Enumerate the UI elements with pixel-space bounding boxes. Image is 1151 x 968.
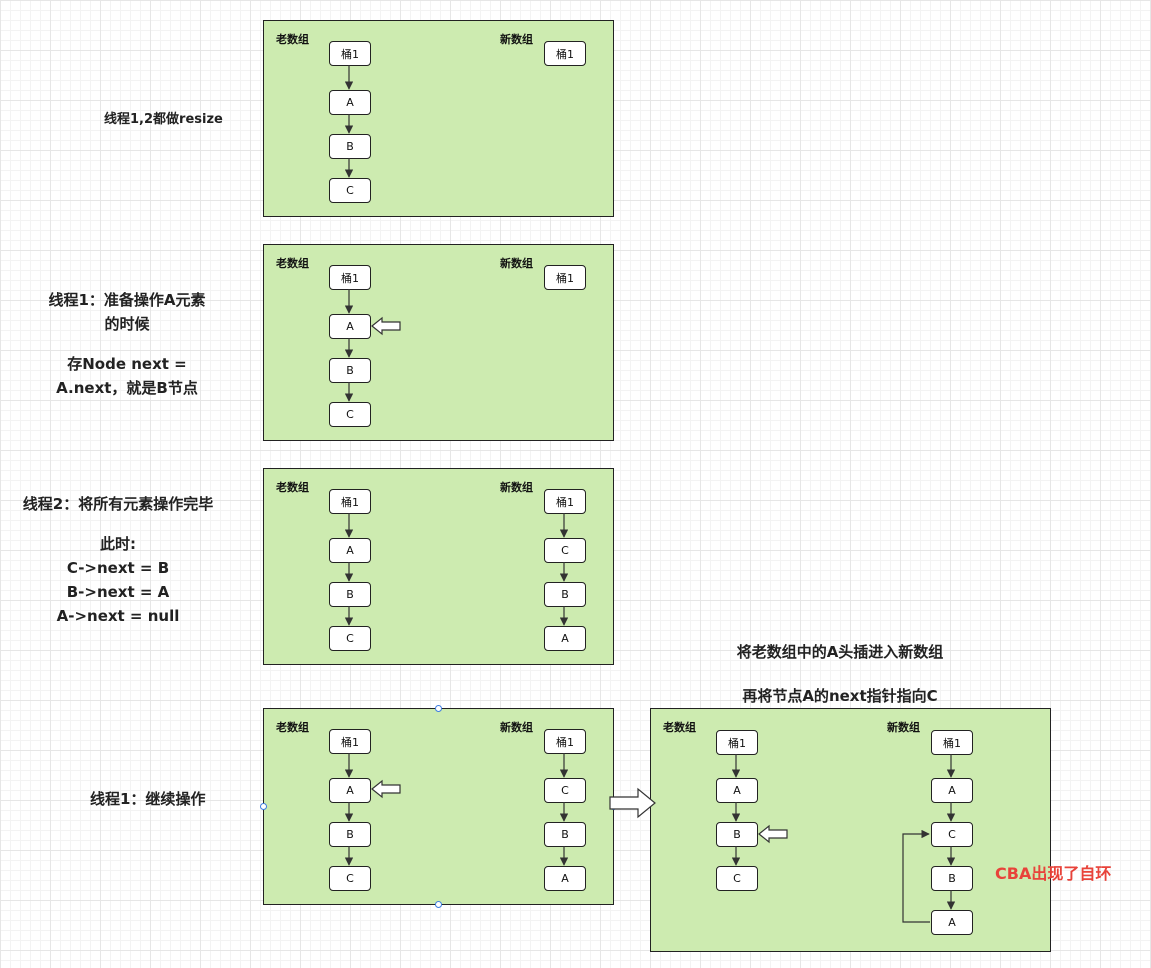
old-array-label: 老数组 [663,721,696,734]
bucket-node-old[interactable]: 桶1 [329,489,371,514]
node-b[interactable]: B [329,582,371,607]
node-a[interactable]: A [716,778,758,803]
new-array-label: 新数组 [500,257,533,270]
new-node-a[interactable]: A [544,866,586,891]
node-b[interactable]: B [329,358,371,383]
new-node-c[interactable]: C [931,822,973,847]
new-node-c[interactable]: C [544,778,586,803]
new-node-b[interactable]: B [931,866,973,891]
new-node-a[interactable]: A [544,626,586,651]
new-node-b[interactable]: B [544,822,586,847]
new-array-label: 新数组 [887,721,920,734]
node-a[interactable]: A [329,778,371,803]
old-array-label: 老数组 [276,33,309,46]
selection-handle-left[interactable] [260,803,267,810]
node-b[interactable]: B [716,822,758,847]
transition-arrow-icon [609,787,656,819]
old-array-label: 老数组 [276,481,309,494]
note-resize: 线程1,2都做resize [104,112,223,127]
panel-2[interactable]: 老数组 新数组 桶1 A B C 桶1 [263,244,614,441]
note-head-insert: 将老数组中的A头插进入新数组 [736,643,944,661]
node-c[interactable]: C [716,866,758,891]
node-a[interactable]: A [329,538,371,563]
node-c[interactable]: C [329,626,371,651]
bucket-node-new[interactable]: 桶1 [544,41,586,66]
node-c[interactable]: C [329,866,371,891]
node-b[interactable]: B [329,822,371,847]
old-array-label: 老数组 [276,721,309,734]
new-node-a-tail[interactable]: A [931,910,973,935]
panel-4[interactable]: 老数组 新数组 桶1 A B C 桶1 C B A [263,708,614,905]
bucket-node-new[interactable]: 桶1 [544,489,586,514]
new-node-b[interactable]: B [544,582,586,607]
selection-handle-top[interactable] [435,705,442,712]
note-self-loop: CBA出现了自环 [995,864,1112,883]
panel-5[interactable]: 老数组 新数组 桶1 A B C 桶1 A C B A [650,708,1051,952]
new-array-label: 新数组 [500,33,533,46]
new-node-a-head[interactable]: A [931,778,973,803]
selection-handle-bottom[interactable] [435,901,442,908]
node-c[interactable]: C [329,402,371,427]
bucket-node-old[interactable]: 桶1 [329,729,371,754]
new-array-label: 新数组 [500,481,533,494]
bucket-node-new[interactable]: 桶1 [544,729,586,754]
bucket-node-new[interactable]: 桶1 [544,265,586,290]
note-thread1-prepare: 线程1：准备操作A元素 的时候 存Node next = A.next，就是B节… [48,291,206,397]
node-b[interactable]: B [329,134,371,159]
node-c[interactable]: C [329,178,371,203]
panel-1[interactable]: 老数组 新数组 桶1 A B C 桶1 [263,20,614,217]
node-a[interactable]: A [329,314,371,339]
new-array-label: 新数组 [500,721,533,734]
old-array-label: 老数组 [276,257,309,270]
new-node-c[interactable]: C [544,538,586,563]
note-pointer-to-c: 再将节点A的next指针指向C [742,687,938,705]
selection-handle-right[interactable] [610,803,617,810]
bucket-node-old[interactable]: 桶1 [329,41,371,66]
bucket-node-old[interactable]: 桶1 [329,265,371,290]
note-thread1-continue: 线程1：继续操作 [90,790,206,808]
note-thread2-done: 线程2：将所有元素操作完毕 此时: C->next = B B->next = … [22,495,214,625]
panel-3[interactable]: 老数组 新数组 桶1 A B C 桶1 C B A [263,468,614,665]
bucket-node-new[interactable]: 桶1 [931,730,973,755]
bucket-node-old[interactable]: 桶1 [716,730,758,755]
node-a[interactable]: A [329,90,371,115]
